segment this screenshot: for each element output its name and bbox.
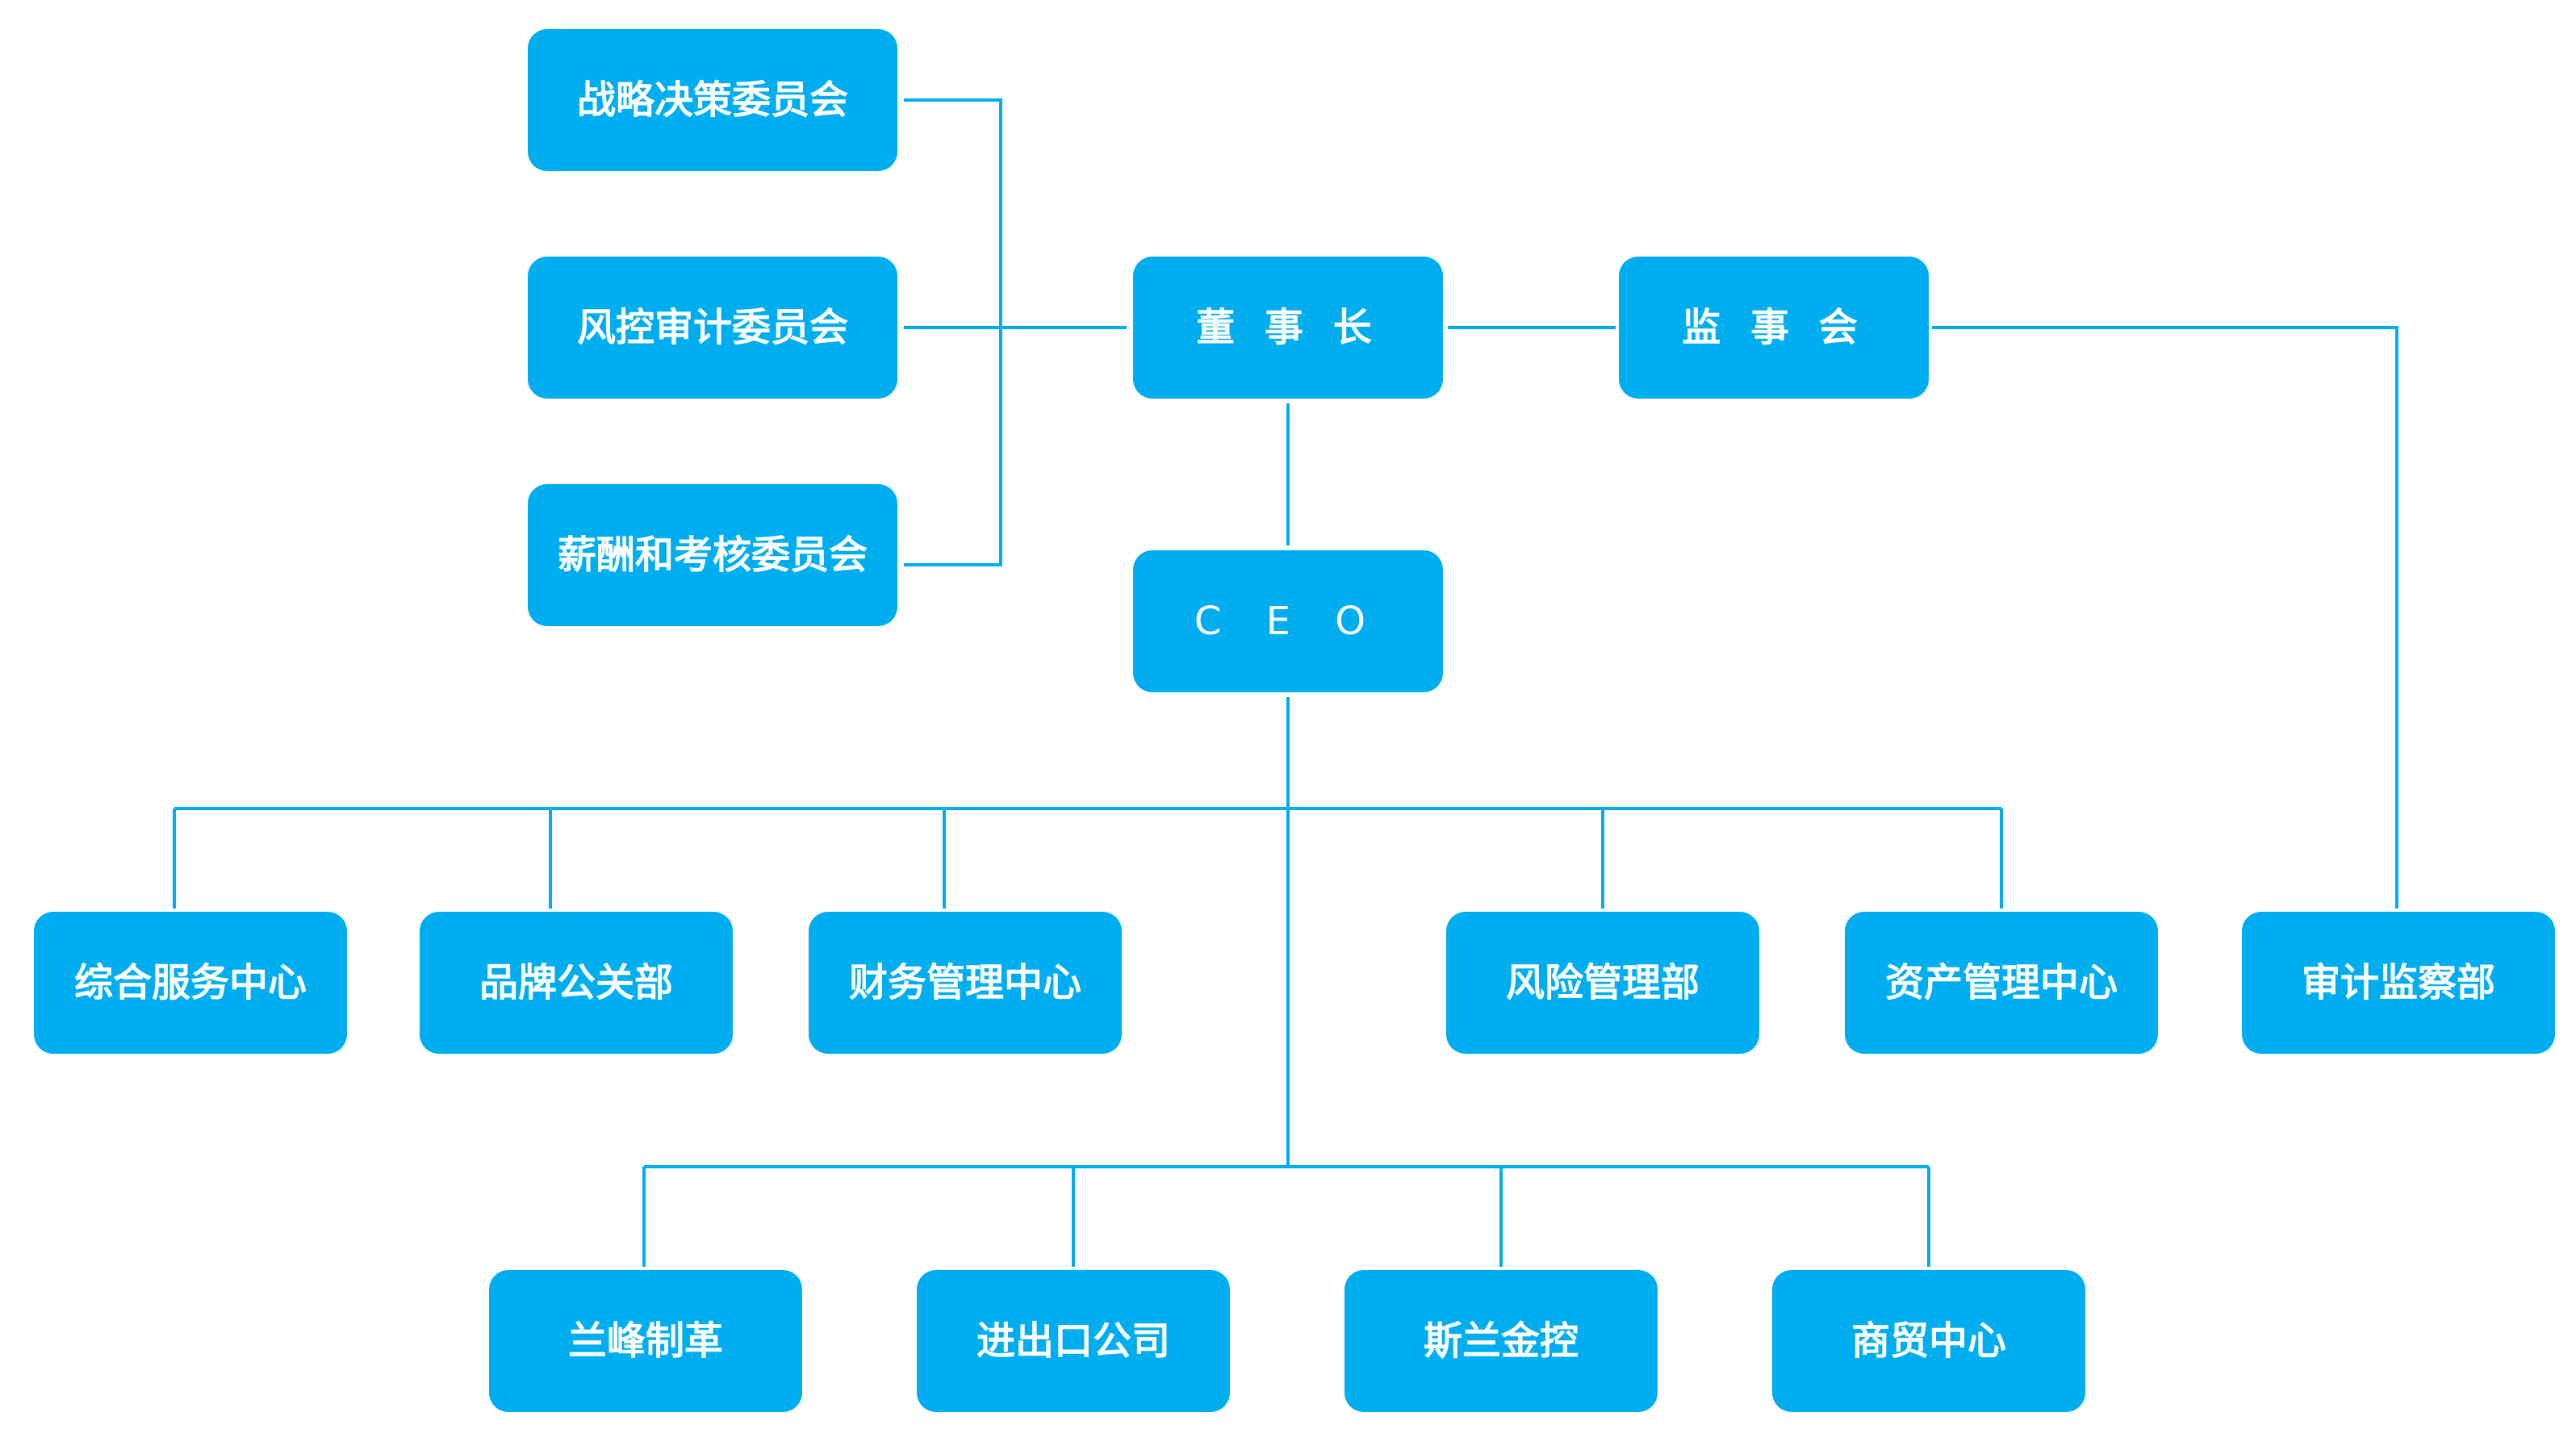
connector-strategy-committee bbox=[904, 98, 1002, 328]
node-audit-dept: 审计监察部 bbox=[2242, 912, 2555, 1054]
node-ceo: C E O bbox=[1133, 550, 1443, 692]
node-strategy-committee: 战略决策委员会 bbox=[528, 29, 897, 171]
node-finance-center: 财务管理中心 bbox=[809, 912, 1122, 1054]
node-compensation-committee-label: 薪酬和考核委员会 bbox=[558, 533, 868, 578]
node-strategy-committee-label: 战略决策委员会 bbox=[577, 77, 848, 123]
connector-lines bbox=[173, 98, 2398, 1267]
node-finance-center-label: 财务管理中心 bbox=[849, 960, 1081, 1005]
node-service-center: 综合服务中心 bbox=[34, 912, 347, 1054]
node-lanfeng-leather-label: 兰峰制革 bbox=[568, 1318, 723, 1364]
node-silan-holdings: 斯兰金控 bbox=[1344, 1270, 1658, 1412]
node-chairman: 董 事 长 bbox=[1133, 257, 1443, 399]
connector-compensation-committee bbox=[904, 328, 1002, 566]
connector-supervisory-audit bbox=[1932, 326, 2398, 909]
node-asset-center: 资产管理中心 bbox=[1845, 912, 2158, 1054]
node-supervisory-board-label: 监 事 会 bbox=[1682, 305, 1865, 350]
node-chairman-label: 董 事 长 bbox=[1196, 305, 1379, 350]
node-service-center-label: 综合服务中心 bbox=[74, 960, 307, 1005]
node-silan-holdings-label: 斯兰金控 bbox=[1424, 1318, 1579, 1364]
node-trade-center: 商贸中心 bbox=[1772, 1270, 2085, 1412]
node-audit-dept-label: 审计监察部 bbox=[2302, 960, 2495, 1005]
node-risk-dept-label: 风险管理部 bbox=[1506, 960, 1700, 1005]
node-lanfeng-leather: 兰峰制革 bbox=[489, 1270, 802, 1412]
node-risk-audit-committee: 风控审计委员会 bbox=[528, 257, 897, 399]
node-brand-pr-label: 品牌公关部 bbox=[479, 960, 673, 1005]
node-import-export: 进出口公司 bbox=[917, 1270, 1230, 1412]
node-risk-dept: 风险管理部 bbox=[1446, 912, 1759, 1054]
node-compensation-committee: 薪酬和考核委员会 bbox=[528, 484, 897, 626]
node-trade-center-label: 商贸中心 bbox=[1851, 1318, 2006, 1364]
node-asset-center-label: 资产管理中心 bbox=[1885, 960, 2118, 1005]
node-ceo-label: C E O bbox=[1194, 599, 1382, 644]
node-risk-audit-committee-label: 风控审计委员会 bbox=[577, 305, 848, 350]
node-brand-pr: 品牌公关部 bbox=[420, 912, 733, 1054]
node-supervisory-board: 监 事 会 bbox=[1619, 257, 1929, 399]
node-import-export-label: 进出口公司 bbox=[976, 1318, 1170, 1364]
